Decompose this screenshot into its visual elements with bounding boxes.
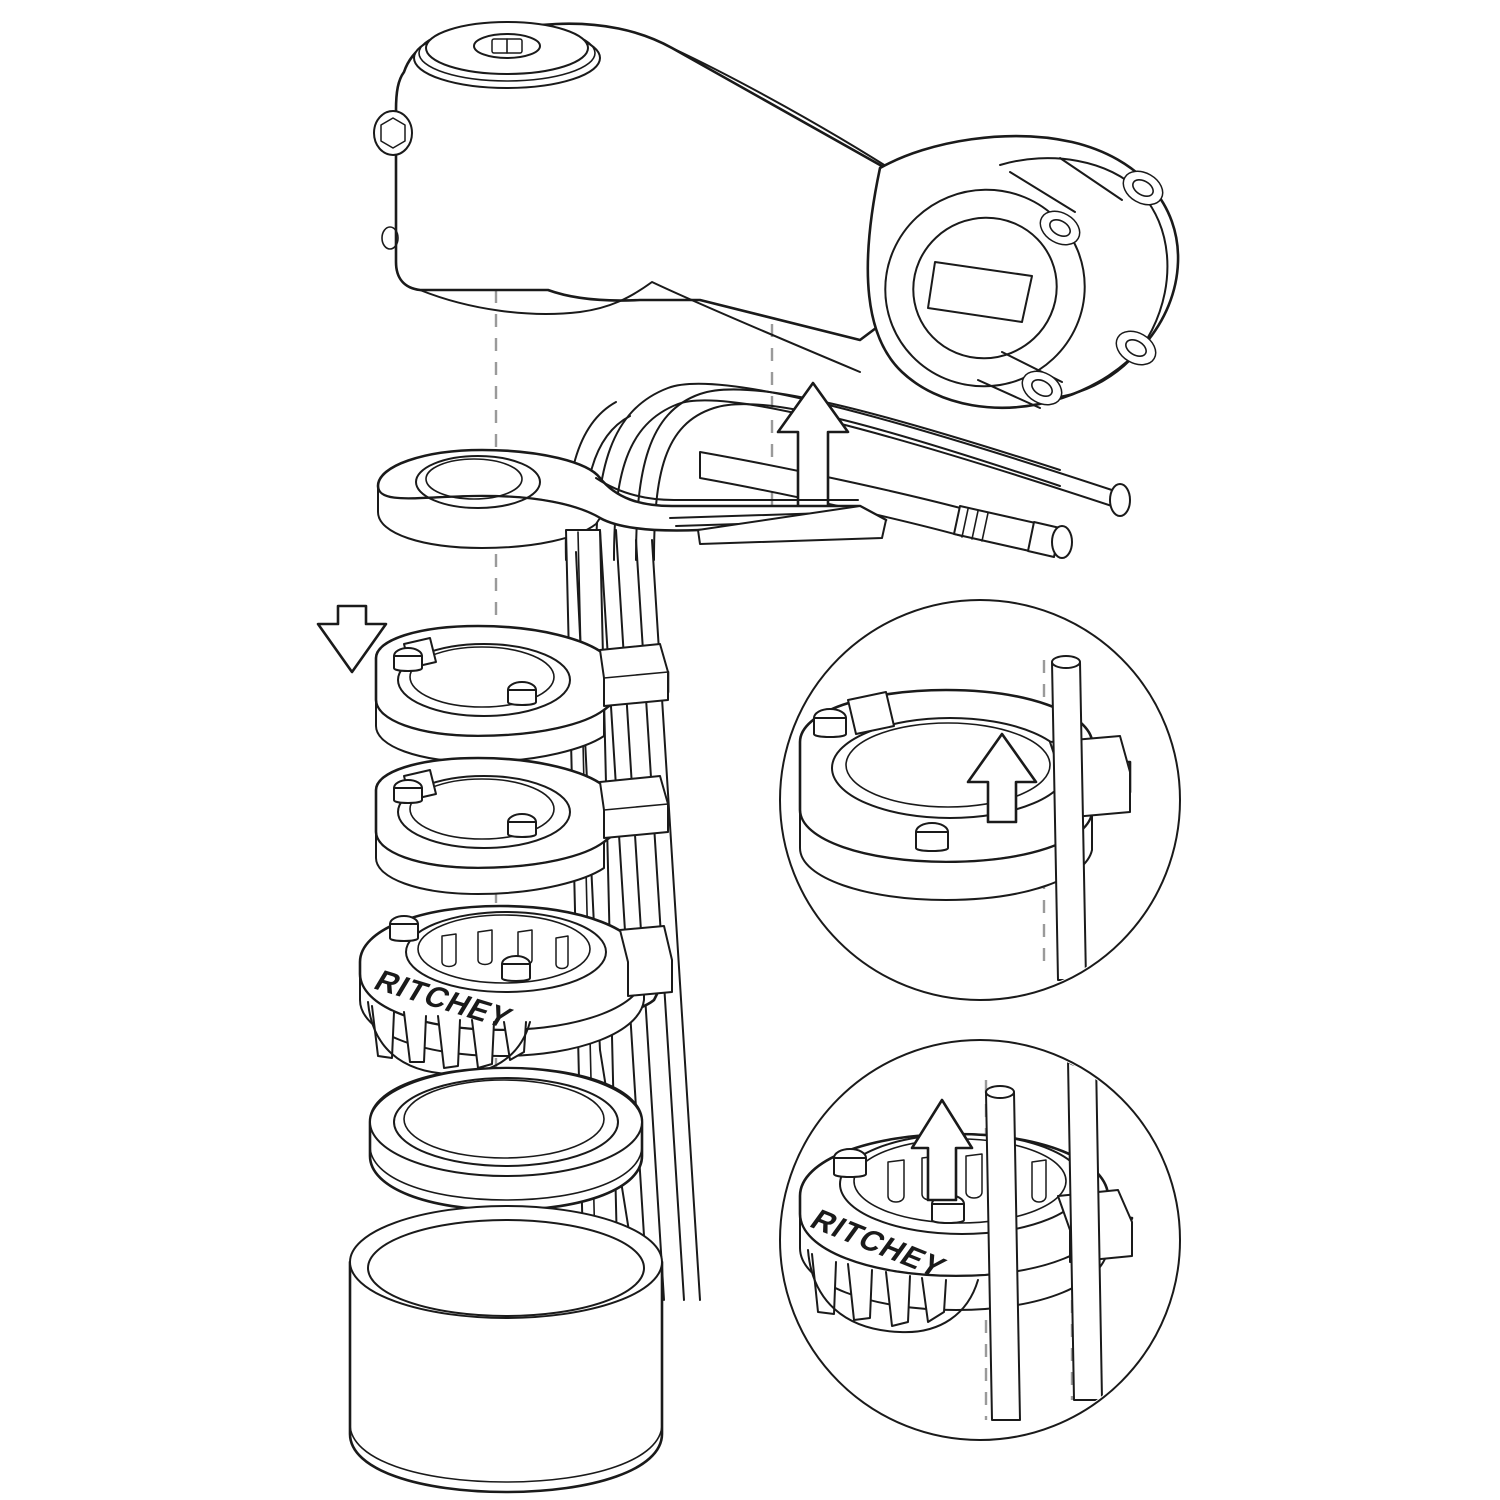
cable-guide-spacer	[376, 448, 888, 549]
split-spacer-lower-bore-inner	[409, 778, 555, 840]
detail-lower-wedge-finger-4	[1031, 1159, 1047, 1203]
clamp-bore-facet	[927, 261, 1033, 323]
detail-lower-cable-a-end	[985, 1085, 1015, 1099]
detail-upper-split-gap	[847, 691, 895, 735]
compression-ring-bore	[393, 1077, 619, 1167]
cable-2b	[653, 403, 1061, 561]
split-spacer-lower-clip-edge	[603, 803, 669, 811]
stem-underside	[419, 281, 861, 373]
clamp-faceplate-outline	[999, 157, 1169, 400]
compression-ring	[368, 1066, 644, 1212]
ritchey-cap-pin-left-body	[389, 923, 419, 942]
hose-end-cap-2	[1109, 483, 1131, 517]
ritchey-top-cap: RITCHEY	[358, 904, 673, 1076]
detail-upper-cable	[1051, 661, 1087, 981]
head-tube-body	[348, 1260, 664, 1494]
split-spacer-lower	[374, 756, 670, 895]
head-tube-bore	[367, 1219, 645, 1317]
compression-ring-lower-edge	[369, 1145, 643, 1201]
head-tube-rim	[349, 1205, 663, 1319]
stem-top-ridge	[671, 47, 901, 176]
clamp-bolt-1-socket	[1049, 219, 1071, 237]
detail-lower-pin-mid-body	[931, 1203, 965, 1224]
compression-ring-top	[369, 1067, 643, 1177]
clamp-bolt-1	[1039, 210, 1081, 246]
detail-lower-wedge-outline	[807, 1249, 979, 1334]
detail-lower-wedge-skirt	[811, 1253, 947, 1327]
arrow-detail-upper-icon	[966, 732, 1038, 824]
ritchey-cap-clip	[619, 925, 673, 997]
split-spacer-upper-clip-edge	[603, 671, 669, 679]
clamp-bolt-4-socket	[1125, 339, 1147, 357]
cable-guide-spacer-bore-inner	[425, 458, 523, 500]
cable-2	[635, 388, 1061, 561]
arrow-detail-lower-icon	[910, 1098, 974, 1202]
handlebar-clamp	[866, 134, 1180, 409]
split-spacer-lower-pin-mid-body	[507, 821, 537, 838]
clamp-bolt-2	[1122, 170, 1164, 206]
arrow-spacer-down-icon	[316, 604, 388, 674]
stem-side-port-icon	[381, 226, 399, 250]
split-spacer-upper-pin-left-body	[393, 655, 423, 672]
head-tube-bottom-edge	[349, 1423, 663, 1483]
ritchey-cap-pin-mid-body	[501, 963, 531, 982]
hose-barb-rib-1	[961, 508, 969, 538]
clamp-faceplate-seam-upper	[1009, 157, 1123, 213]
split-spacer-upper-bore	[397, 643, 571, 717]
detail-lower-cable-b	[1067, 1059, 1103, 1401]
detail-lower: RITCHEY	[779, 1039, 1181, 1441]
detail-lower-pin-left-body	[833, 1157, 867, 1178]
split-spacer-upper-bore-inner	[409, 646, 555, 708]
split-spacer-upper-body	[375, 699, 605, 763]
wedge-finger-4	[555, 935, 569, 970]
stem-pinch-bolt-hex-icon	[380, 117, 406, 149]
ritchey-cap-bore-inner	[417, 914, 591, 984]
cable-1b	[613, 399, 1119, 561]
cable-guide-spacer-notch	[595, 477, 859, 501]
detail-upper-spacer-body	[799, 809, 1093, 901]
detail-upper	[779, 599, 1181, 1001]
detail-lower-wedge-finger-1	[887, 1159, 905, 1203]
cable-guide-spacer-bore	[415, 455, 541, 509]
head-tube	[348, 1205, 664, 1494]
compression-ring-bore-inner	[403, 1079, 605, 1159]
stem-rear-edge	[395, 109, 421, 291]
detail-upper-pin-left-body	[813, 717, 847, 738]
clamp-bolt-3-socket	[1031, 379, 1053, 397]
clamp-bore-inner	[912, 216, 1058, 360]
clamp-bolt-2-socket	[1132, 179, 1154, 197]
detail-upper-spacer-bore-inner	[845, 722, 1051, 808]
clamp-bolt-4	[1115, 330, 1157, 366]
clamp-bolt-3	[1021, 370, 1063, 406]
detail-lower-wedge-finger-3	[965, 1153, 983, 1199]
ritchey-cap-bore	[405, 911, 607, 993]
split-spacer-upper-pin-mid-body	[507, 689, 537, 706]
hose-end-cap	[1051, 525, 1073, 559]
cable-1	[595, 382, 1119, 561]
hydraulic-hose	[699, 451, 1131, 559]
detail-lower-cable-a	[985, 1091, 1021, 1421]
split-spacer-lower-bore	[397, 775, 571, 849]
split-spacer-upper	[374, 624, 670, 763]
split-spacer-lower-pin-left-body	[393, 787, 423, 804]
cable-guide-spacer-tab	[697, 505, 887, 545]
split-spacer-lower-body	[375, 831, 605, 895]
hose-barb-rib-2	[971, 510, 979, 540]
wedge-finger-1	[441, 933, 457, 968]
detail-upper-pin-mid-body	[915, 831, 949, 852]
cable-guide-spacer-body	[377, 485, 601, 549]
wedge-finger-2	[477, 929, 493, 966]
hose-barb-rib-3	[981, 512, 989, 542]
stem-assembly	[373, 21, 1180, 409]
compression-wedge-skirt	[371, 1005, 527, 1069]
detail-upper-cable-end	[1051, 655, 1081, 669]
